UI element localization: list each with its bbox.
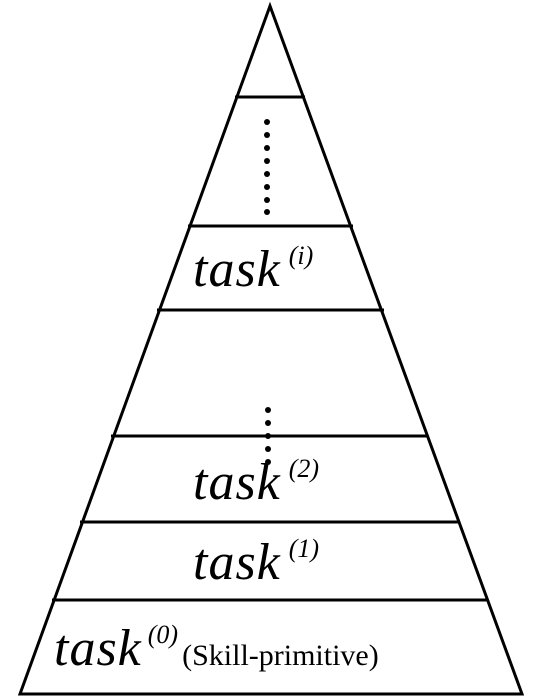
- task-i-word: task: [193, 241, 281, 298]
- task-0-index: (0): [147, 620, 179, 649]
- skill-primitive-note: (Skill-primitive): [182, 639, 379, 672]
- task-1-index: (1): [288, 534, 320, 563]
- task-i-index: (i): [288, 241, 314, 270]
- task-2-label: task(2): [193, 454, 320, 511]
- task-2-index: (2): [288, 454, 320, 483]
- ellipsis-dots-upper: [264, 119, 270, 215]
- task-1-label: task(1): [193, 534, 320, 591]
- task-2-word: task: [193, 454, 281, 511]
- task-i-label: task (i): [193, 241, 314, 298]
- task-0-label: task(0)(Skill-primitive): [54, 620, 379, 677]
- task-1-word: task: [193, 534, 281, 591]
- task-0-word: task: [54, 620, 142, 677]
- pyramid-outline: [17, 1, 525, 696]
- ellipsis-dots-lower: [265, 407, 271, 465]
